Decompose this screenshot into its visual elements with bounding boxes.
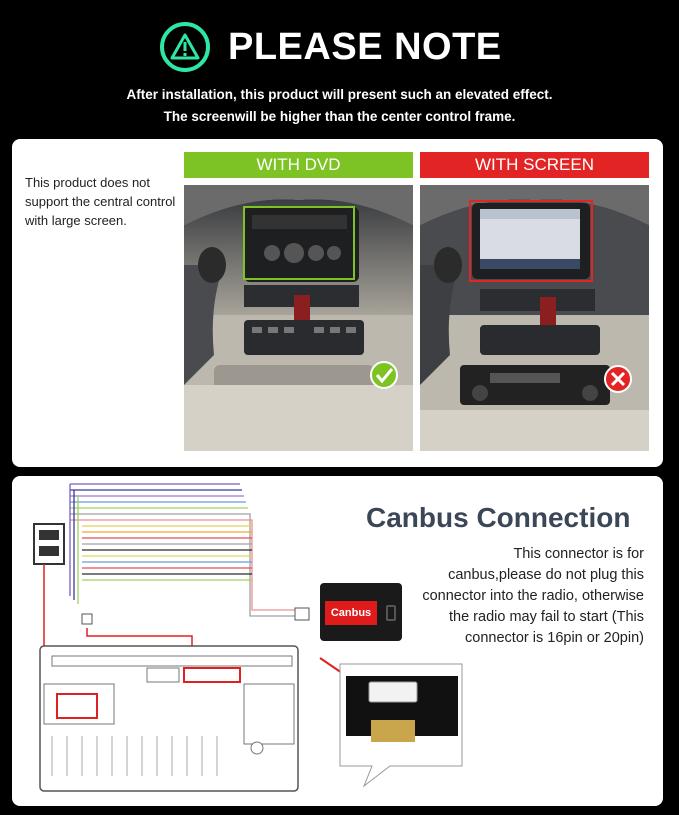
compatibility-note: This product does not support the centra… xyxy=(25,175,176,228)
page-title: PLEASE NOTE xyxy=(228,26,502,68)
usb-port-icon xyxy=(386,605,396,621)
check-circle-icon xyxy=(370,361,398,389)
subtitle-line-1: After installation, this product will pr… xyxy=(126,87,553,102)
screen-dashboard-photo xyxy=(420,185,649,451)
canbus-title: Canbus Connection xyxy=(366,502,631,533)
subtitle-line-2: The screenwill be higher than the center… xyxy=(163,109,516,124)
wiring-diagram xyxy=(33,483,463,792)
canbus-box: Canbus xyxy=(320,583,402,641)
canbus-box-label: Canbus xyxy=(325,601,377,625)
warning-icon xyxy=(160,22,210,72)
with-screen-label: WITH SCREEN xyxy=(420,152,649,178)
canbus-panel: Canbus Connection This connector is for … xyxy=(12,476,663,806)
canbus-description: This connector is for canbus,please do n… xyxy=(422,546,644,646)
with-dvd-label: WITH DVD xyxy=(184,152,413,178)
comparison-panel: This product does not support the centra… xyxy=(12,139,663,467)
dvd-dashboard-photo xyxy=(184,185,413,451)
header: PLEASE NOTE After installation, this pro… xyxy=(0,0,679,138)
